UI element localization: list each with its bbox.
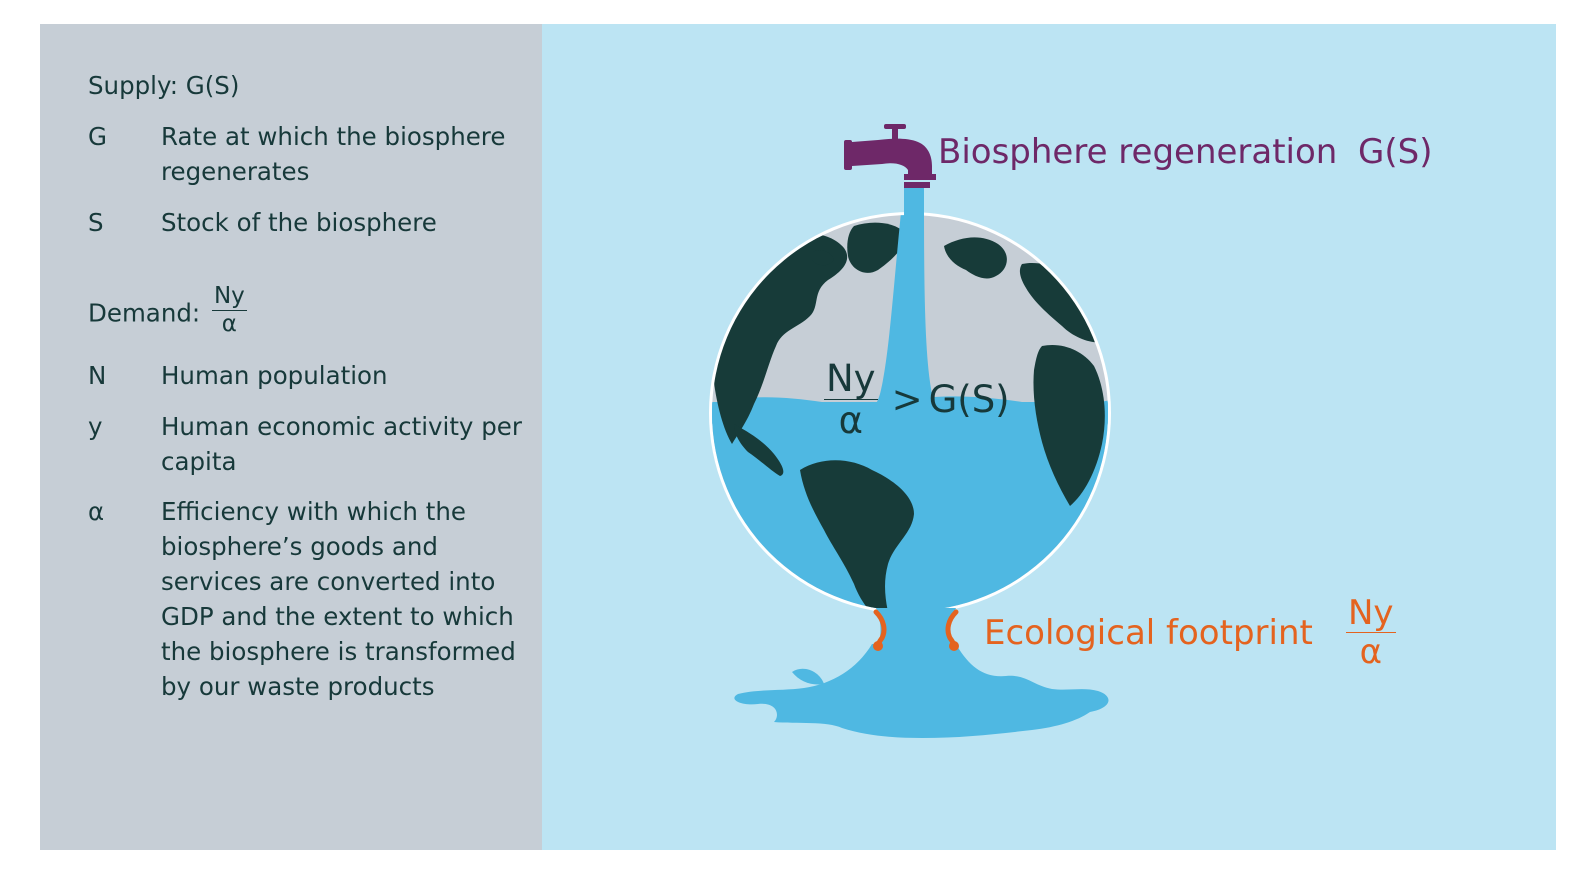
- demand-label: Demand:: [88, 298, 201, 328]
- inequality-rhs: G(S): [928, 378, 1010, 421]
- tap-icon: [844, 124, 936, 188]
- legend-description: Stock of the biosphere: [161, 208, 437, 237]
- demand-heading: Demand: Ny α: [88, 285, 247, 340]
- south-america: [800, 460, 914, 611]
- formula-denominator: α: [838, 399, 863, 442]
- formula-numerator: Ny: [824, 357, 878, 400]
- formula-numerator: Ny: [211, 283, 247, 311]
- inequality-fraction: Ny α: [824, 360, 878, 439]
- africa: [1033, 344, 1105, 506]
- legend-panel: Supply: G(S) G Rate at which the biosphe…: [40, 24, 542, 850]
- globe-illustration: [709, 124, 1111, 738]
- greenland: [847, 222, 905, 273]
- figure: Supply: G(S) G Rate at which the biosphe…: [40, 24, 1556, 850]
- water-puddle: [734, 644, 1109, 738]
- legend-symbol: N: [88, 361, 107, 390]
- arctic-island: [812, 250, 834, 266]
- demand-formula: Ny α: [211, 283, 247, 337]
- inequality-operator: >: [891, 378, 923, 421]
- tap-label: Biosphere regeneration: [938, 132, 1338, 172]
- formula-denominator: α: [1359, 632, 1382, 672]
- central-america: [734, 424, 784, 476]
- leak-label: Ecological footprint: [984, 613, 1313, 653]
- tap-formula: G(S): [1358, 132, 1433, 172]
- leak-formula: Ny α: [1346, 596, 1396, 669]
- leak-drop-left: [873, 641, 883, 651]
- legend-description: Rate at which the biosphere regenerates: [161, 122, 506, 186]
- asia: [1019, 262, 1103, 343]
- legend-symbol: α: [88, 497, 105, 526]
- legend-description: Human economic activity per capita: [161, 412, 522, 476]
- diagram-panel: Biosphere regeneration G(S) Ecological f…: [542, 24, 1556, 850]
- legend-symbol: S: [88, 208, 104, 237]
- leak-drop-right: [949, 641, 959, 651]
- europe: [944, 237, 1007, 279]
- water-stream-inner: [858, 215, 954, 418]
- formula-denominator: α: [221, 311, 237, 337]
- legend-description: Human population: [161, 361, 388, 390]
- supply-heading: Supply: G(S): [88, 71, 240, 100]
- formula-numerator: Ny: [1346, 593, 1396, 633]
- water-splash-left: [792, 668, 824, 685]
- water-stream: [904, 184, 924, 244]
- inequality-formula: Ny α >G(S): [824, 360, 1010, 439]
- water-outflow: [876, 608, 956, 652]
- legend-symbol: y: [88, 412, 103, 441]
- legend-description: Efficiency with which the biosphere’s go…: [161, 497, 516, 701]
- legend-symbol: G: [88, 122, 107, 151]
